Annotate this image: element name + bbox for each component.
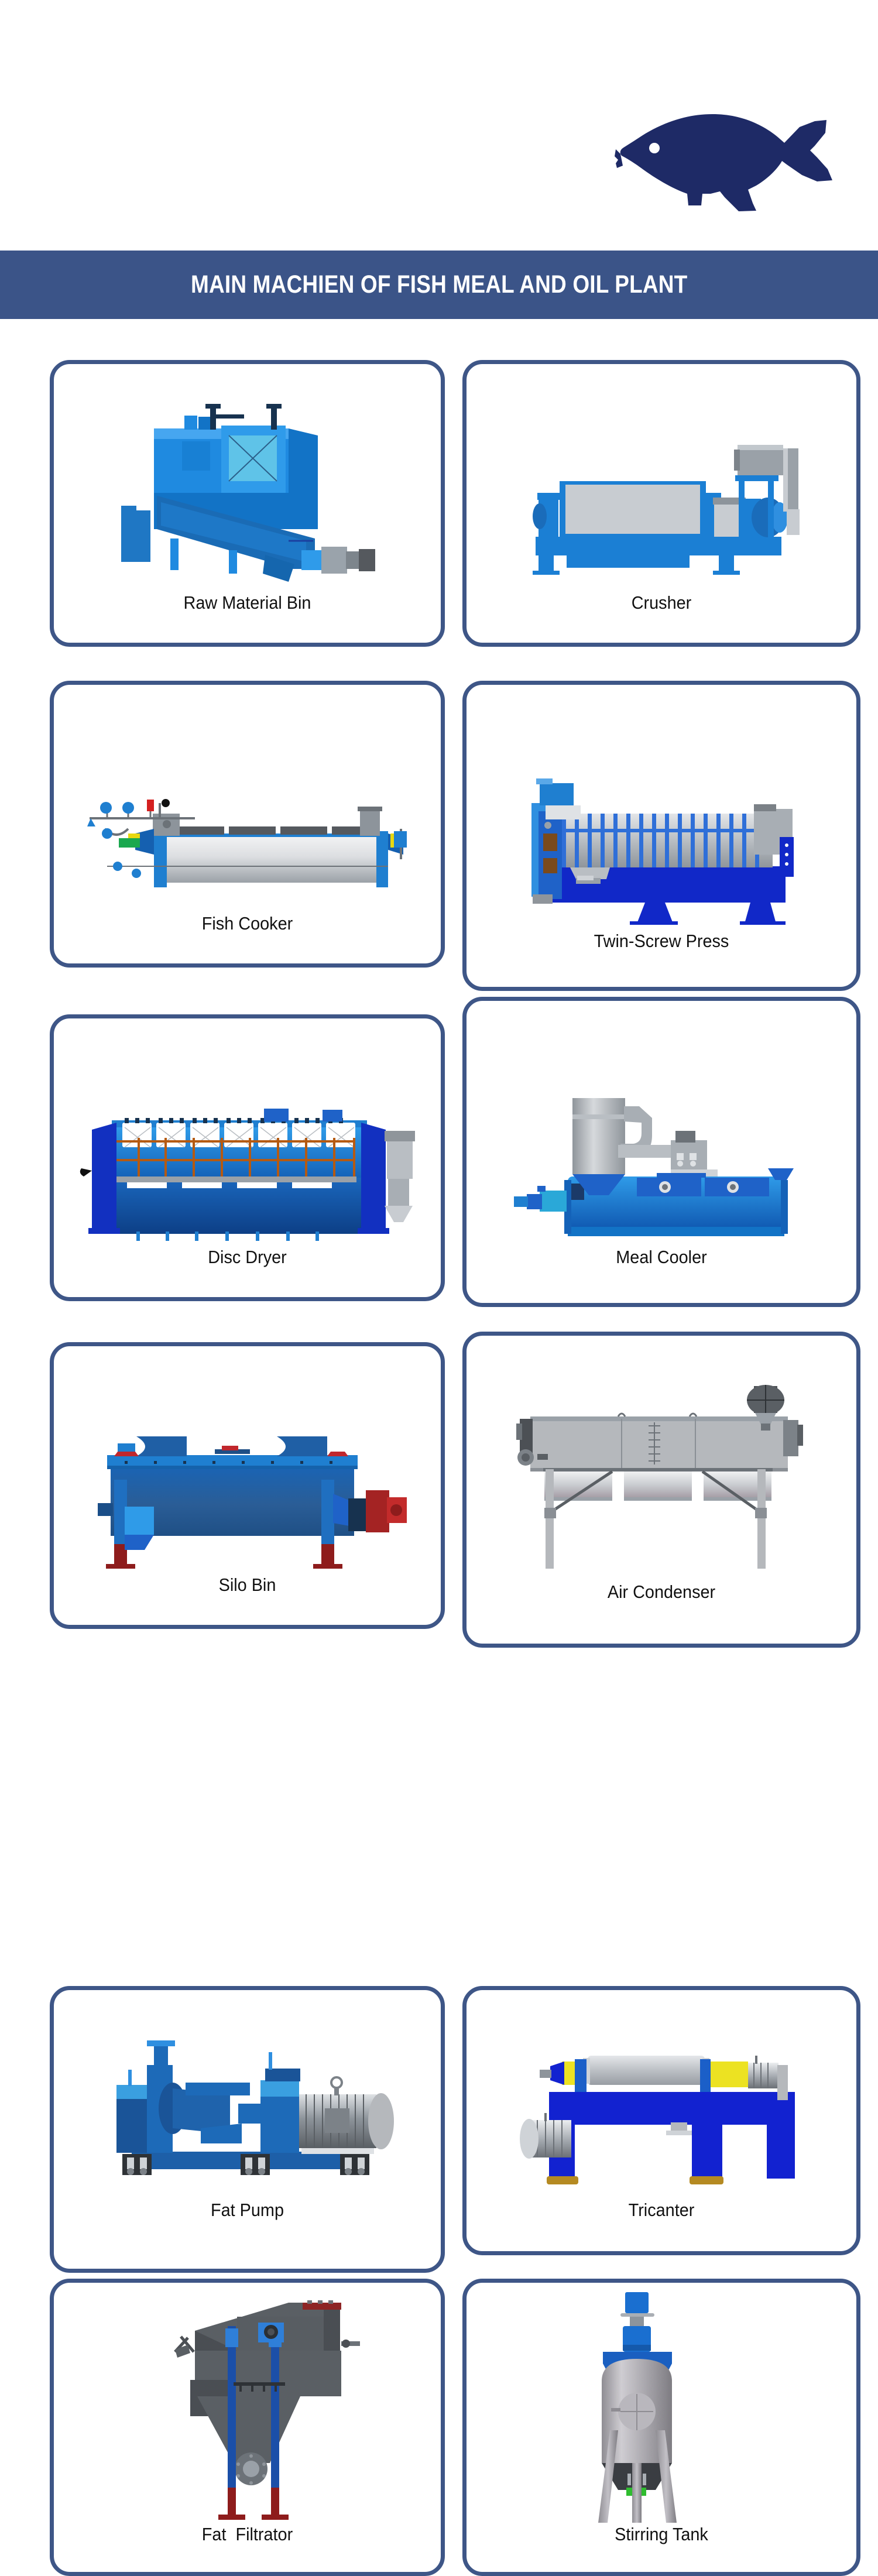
stirring-tank-machine [467, 2286, 856, 2527]
machine-card[interactable]: Tricanter [462, 1986, 860, 2255]
machine-card-grid: Raw Material Bin [0, 319, 878, 2576]
machine-card[interactable]: Fat Pump [50, 1986, 445, 2273]
machine-card-label: Meal Cooler [616, 1247, 707, 1267]
fish-logo-icon [609, 97, 843, 222]
disc-dryer-machine [54, 1042, 441, 1241]
air-condenser-machine [467, 1371, 856, 1576]
machine-card-label: Raw Material Bin [183, 592, 311, 613]
machine-card-label: Fat Pump [211, 2200, 284, 2220]
machine-card-label: Twin-Screw Press [594, 931, 729, 951]
meal-cooler-machine [467, 1036, 856, 1241]
machine-card[interactable]: Air Condenser [462, 1332, 860, 1648]
machine-card[interactable]: Raw Material Bin [50, 360, 445, 647]
machine-card[interactable]: Meal Cooler [462, 997, 860, 1307]
machine-card-label: Silo Bin [218, 1575, 276, 1595]
machine-card-label: Air Condenser [607, 1582, 716, 1602]
machine-card[interactable]: Fish Cooker [50, 681, 445, 968]
machine-card[interactable]: Fat Filtrator [50, 2279, 445, 2576]
silo-bin-machine [54, 1370, 441, 1569]
page-title-banner: MAIN MACHIEN OF FISH MEAL AND OIL PLANT [0, 251, 878, 319]
machine-card-label: Stirring Tank [615, 2524, 708, 2544]
machine-card-label: Fish Cooker [201, 913, 293, 934]
machine-card[interactable]: Twin-Screw Press [462, 681, 860, 991]
machine-card[interactable]: Disc Dryer [50, 1014, 445, 1301]
fat-filtrator-machine [54, 2293, 441, 2527]
machine-card[interactable]: Stirring Tank [462, 2279, 860, 2576]
page-title: MAIN MACHIEN OF FISH MEAL AND OIL PLANT [190, 270, 688, 299]
crusher-machine [467, 387, 856, 586]
fish-cooker-machine [54, 708, 441, 907]
fat-pump-machine [54, 2014, 441, 2189]
tricanter-machine [467, 2014, 856, 2189]
twin-screw-press-machine [467, 720, 856, 925]
machine-card[interactable]: Crusher [462, 360, 860, 647]
machine-card-label: Crusher [631, 592, 692, 613]
raw-material-bin-machine [54, 387, 441, 586]
machine-card-label: Disc Dryer [208, 1247, 287, 1267]
header-logo-area [0, 0, 878, 251]
machine-card[interactable]: Silo Bin [50, 1342, 445, 1629]
machine-card-label: Fat Filtrator [201, 2524, 293, 2544]
machine-card-label: Tricanter [628, 2200, 695, 2220]
